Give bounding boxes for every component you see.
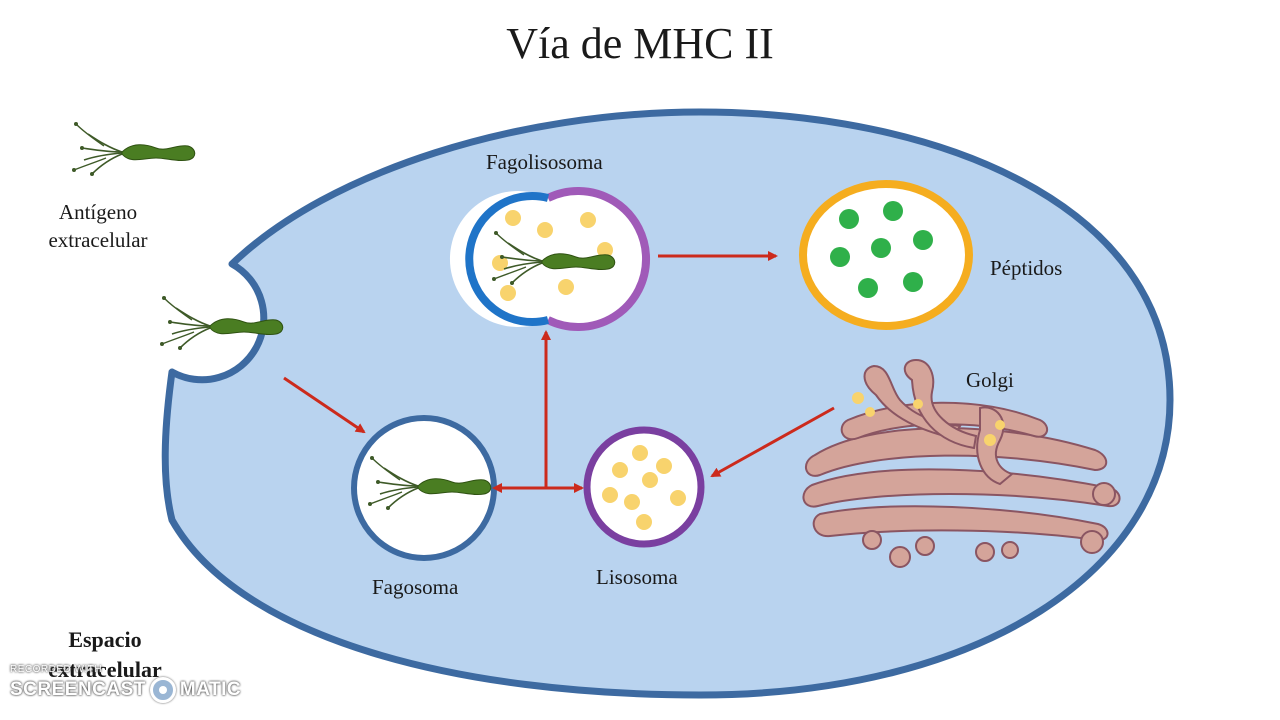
golgi-label: Golgi [966,368,1014,392]
lysosome-label: Lisosoma [596,565,678,589]
peptide [858,278,878,298]
peptide [830,247,850,267]
peptide [903,272,923,292]
peptides-label: Péptidos [990,256,1063,280]
peptide-vesicle [799,180,973,330]
phagolysosome [449,187,650,331]
arrow-entry-to-phagosome [283,376,366,434]
lysosome [583,426,705,548]
cell-membrane [161,108,1174,699]
extracellular-antigen-bacterium [71,121,196,177]
page-title: Vía de MHC II [506,19,774,68]
watermark-brand: SCREENCAST MATIC [10,677,241,703]
antigen-label: Antígeno extracelular [48,200,148,252]
extracellular-space-label: Espacio extracelular [48,627,162,682]
peptide [883,201,903,221]
screencast-watermark: RECORDED WITH SCREENCAST MATIC [10,664,241,703]
peptide [839,209,859,229]
phagosome-label: Fagosoma [372,575,459,599]
record-dot-icon [149,677,176,703]
peptide [871,238,891,258]
watermark-recorded-with: RECORDED WITH [10,664,103,675]
watermark-brand-right: MATIC [179,679,242,700]
peptide [913,230,933,250]
phagosome [351,415,497,561]
golgi-apparatus [802,358,1121,568]
phagolysosome-label: Fagolisosoma [486,150,603,174]
watermark-brand-left: SCREENCAST [10,679,146,700]
arrow-golgi-to-lysosome [710,406,835,478]
